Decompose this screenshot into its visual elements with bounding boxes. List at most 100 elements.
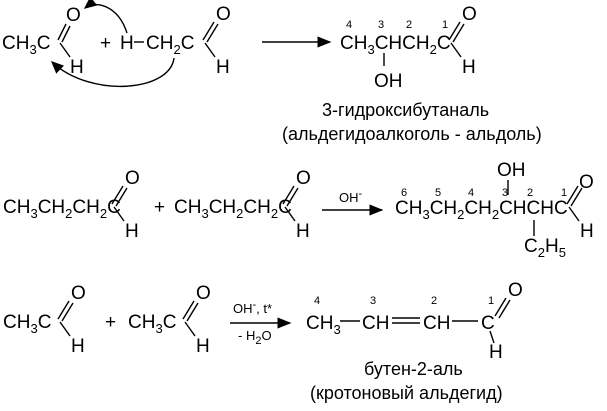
double-bond — [61, 302, 74, 322]
ch3-group: CH3 — [306, 313, 341, 337]
locant-6: 6 — [401, 187, 407, 199]
single-bond — [489, 330, 495, 344]
atom-h: H — [120, 33, 134, 54]
double-bond — [115, 187, 128, 207]
locant-4: 4 — [346, 19, 352, 31]
single-bond — [284, 206, 296, 222]
locant-2: 2 — [431, 295, 437, 307]
locant-2: 2 — [406, 19, 412, 31]
product-class: (кротоновый альдегид) — [310, 383, 503, 403]
hydroxyl-group: OH — [374, 71, 403, 92]
double-bond — [57, 300, 70, 320]
plus-sign: + — [105, 312, 116, 333]
curved-arrow-bottom — [50, 57, 175, 88]
locant-1: 1 — [561, 187, 567, 199]
reactant-2-acetaldehyde: CH3C O H — [128, 283, 211, 357]
atom-o: O — [196, 283, 211, 304]
atom-h: H — [70, 57, 84, 78]
product-class: (альдегидоалкоголь - альдоль) — [282, 124, 542, 144]
locant-3: 3 — [378, 19, 384, 31]
reaction-3: CH3C O H + CH3C O H OH-, t* - H2O 4 3 2 … — [3, 280, 523, 403]
atom-h: H — [489, 342, 503, 363]
double-bond — [61, 25, 71, 43]
reaction-condition-top: OH-, t* — [233, 299, 272, 316]
double-bond — [111, 185, 124, 205]
atom-o: O — [71, 283, 86, 304]
atom-c: C — [481, 313, 495, 334]
double-bond — [498, 299, 511, 319]
ch-group: CH — [423, 313, 450, 334]
reactant-2-butanal: CH3CH2CH2C O H — [174, 168, 311, 242]
locant-1: 1 — [488, 295, 494, 307]
reactant-2-acetaldehyde: H CH2C O H — [120, 4, 231, 78]
locant-4: 4 — [314, 295, 320, 307]
double-bond — [286, 187, 299, 207]
formula-text: CH3C — [2, 33, 50, 57]
atom-h: H — [71, 336, 85, 357]
double-bond — [570, 187, 583, 207]
atom-h: H — [196, 336, 210, 357]
single-bond — [184, 321, 196, 337]
ch-group: CH — [362, 313, 389, 334]
atom-h: H — [580, 221, 594, 242]
curved-arrow-top — [83, 0, 128, 34]
atom-o: O — [216, 4, 231, 25]
single-bond — [59, 321, 71, 337]
locant-3: 3 — [370, 295, 376, 307]
double-bond — [202, 21, 215, 41]
atom-h: H — [296, 221, 310, 242]
atom-o: O — [508, 280, 523, 301]
double-bond — [566, 185, 579, 205]
atom-o: O — [125, 168, 140, 189]
single-bond — [113, 206, 125, 222]
formula-text: CH3CHCH2C — [340, 33, 451, 57]
double-bond — [494, 297, 507, 317]
plus-sign: + — [100, 33, 111, 54]
double-bond — [206, 23, 219, 43]
double-bond — [182, 300, 195, 320]
reaction-2: CH3CH2CH2C O H + CH3CH2CH2C O H OH- 6 5 … — [3, 160, 594, 260]
reactant-1-acetaldehyde: CH3C O H — [2, 5, 84, 78]
double-bond — [448, 21, 461, 41]
locant-1: 1 — [442, 19, 448, 31]
product-name: 3-гидроксибутаналь — [322, 100, 489, 120]
product-aldol: 4 3 2 1 CH3CHCH2C O H OH — [340, 4, 477, 92]
formula-text: CH3CH2CH2CHCHC — [395, 198, 568, 222]
atom-h: H — [125, 221, 139, 242]
double-bond — [452, 23, 465, 43]
atom-o: O — [579, 172, 594, 193]
reactant-1-acetaldehyde: CH3C O H — [3, 283, 86, 357]
atom-o: O — [296, 168, 311, 189]
double-bond — [186, 302, 199, 322]
atom-o: O — [462, 4, 477, 25]
atom-h: H — [462, 57, 476, 78]
formula-text: CH2C — [146, 33, 194, 57]
reaction-condition-bottom: - H2O — [238, 328, 272, 347]
formula-text: CH3C — [3, 312, 51, 336]
atom-o: O — [66, 5, 81, 26]
product-name: бутен-2-аль — [364, 359, 463, 379]
single-bond — [204, 42, 216, 58]
locant-3: 3 — [502, 187, 508, 199]
locant-2: 2 — [527, 187, 533, 199]
single-bond — [450, 42, 462, 58]
reaction-condition: OH- — [339, 188, 363, 205]
formula-text: CH3CH2CH2C — [174, 197, 292, 221]
double-bond — [282, 185, 295, 205]
formula-text: CH3CH2CH2C — [3, 197, 121, 221]
ethyl-group: C2H5 — [524, 236, 566, 260]
atom-h: H — [216, 57, 230, 78]
plus-sign: + — [154, 197, 165, 218]
single-bond — [568, 206, 580, 222]
hydroxyl-group: OH — [497, 160, 526, 181]
formula-text: CH3C — [128, 312, 176, 336]
double-bond — [57, 23, 67, 41]
reactant-1-butanal: CH3CH2CH2C O H — [3, 168, 140, 242]
locant-4: 4 — [468, 187, 474, 199]
single-bond — [59, 42, 71, 58]
product-2-ethyl-3-hydroxyhexanal: 6 5 4 3 2 1 CH3CH2CH2CHCHC O H OH C2H5 — [395, 160, 594, 260]
reaction-1: CH3C O H + H CH2C O H 4 3 2 — [2, 0, 542, 144]
locant-5: 5 — [435, 187, 441, 199]
product-butenal: 4 3 2 1 CH3 CH CH C O H — [306, 280, 523, 363]
